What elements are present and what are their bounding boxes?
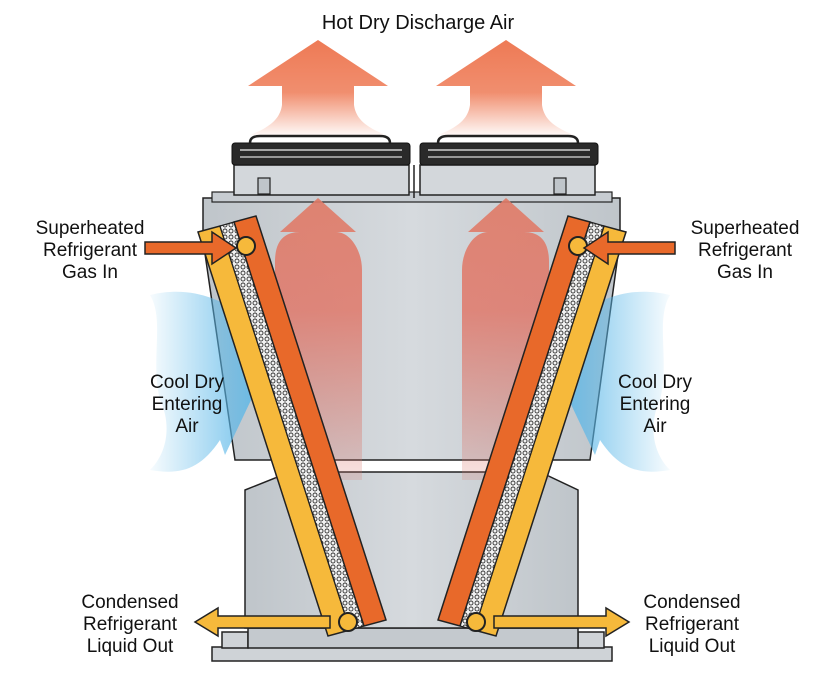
liquid-outlet-arrow-right bbox=[493, 606, 631, 638]
base-frame bbox=[211, 627, 613, 662]
cool-air-right-line-1: Cool Dry bbox=[618, 372, 692, 393]
gas-inlet-arrow-right bbox=[582, 230, 676, 266]
liquid-out-right-label: Condensed Refrigerant Liquid Out bbox=[622, 592, 762, 658]
discharge-arrow-right bbox=[436, 40, 576, 135]
gas-in-right-label: Superheated Refrigerant Gas In bbox=[675, 218, 815, 284]
gas-in-right-line-3: Gas In bbox=[717, 262, 773, 283]
liquid-out-left-line-3: Liquid Out bbox=[86, 636, 174, 657]
fan-guard-left bbox=[231, 134, 411, 166]
gas-in-right-line-2: Refrigerant bbox=[698, 240, 792, 261]
cool-air-left-line-3: Air bbox=[175, 416, 199, 437]
cool-air-left-line-2: Entering bbox=[151, 394, 223, 415]
discharge-air-text: Hot Dry Discharge Air bbox=[321, 12, 515, 34]
gas-in-left-line-1: Superheated bbox=[35, 218, 145, 239]
liquid-out-right-line-3: Liquid Out bbox=[648, 636, 736, 657]
gas-in-left-line-3: Gas In bbox=[62, 262, 118, 283]
liquid-out-left-line-2: Refrigerant bbox=[83, 614, 177, 635]
discharge-air-label: Hot Dry Discharge Air bbox=[300, 12, 536, 34]
cool-air-right-line-3: Air bbox=[643, 416, 667, 437]
gas-in-left-label: Superheated Refrigerant Gas In bbox=[20, 218, 160, 284]
liquid-out-right-line-2: Refrigerant bbox=[645, 614, 739, 635]
cool-air-left-line-1: Cool Dry bbox=[150, 372, 224, 393]
fan-guard-right bbox=[419, 134, 599, 166]
liquid-out-right-line-1: Condensed bbox=[643, 592, 741, 613]
liquid-outlet-arrow-left bbox=[193, 606, 331, 638]
coil-right bbox=[437, 215, 627, 637]
discharge-arrow-left bbox=[248, 40, 388, 135]
cool-air-right-label: Cool Dry Entering Air bbox=[600, 372, 710, 438]
liquid-out-left-line-1: Condensed bbox=[81, 592, 179, 613]
gas-inlet-arrow-left bbox=[144, 230, 238, 266]
gas-in-right-line-1: Superheated bbox=[690, 218, 800, 239]
cool-air-right-line-2: Entering bbox=[619, 394, 691, 415]
gas-in-left-line-2: Refrigerant bbox=[43, 240, 137, 261]
coil-left bbox=[197, 215, 387, 637]
liquid-out-left-label: Condensed Refrigerant Liquid Out bbox=[60, 592, 200, 658]
cool-air-left-label: Cool Dry Entering Air bbox=[132, 372, 242, 438]
